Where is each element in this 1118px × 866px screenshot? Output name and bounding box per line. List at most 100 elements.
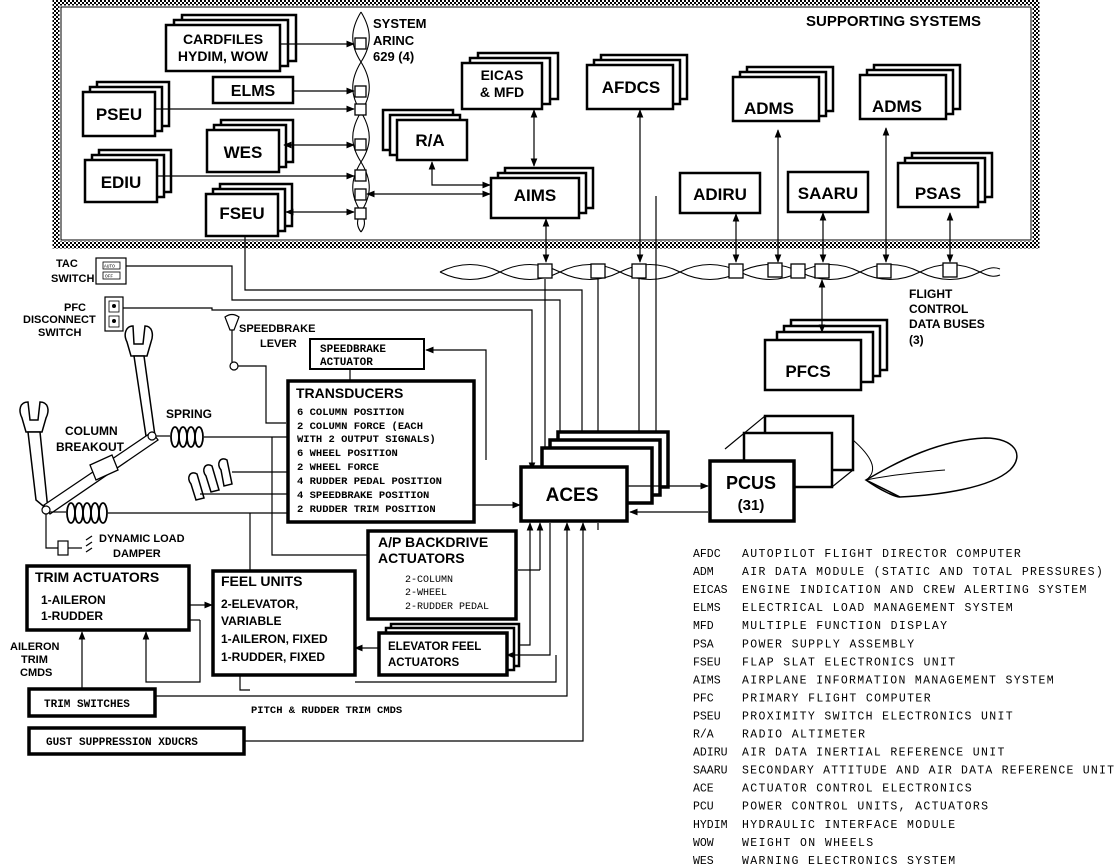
fcdb-label-3: DATA BUSES — [909, 317, 985, 331]
ap-line-2: 2-WHEEL — [405, 588, 447, 599]
tac-label-1: TAC — [56, 258, 78, 270]
tac-label-2: SWITCH — [51, 273, 94, 285]
spring-label: SPRING — [166, 407, 212, 421]
adms-label-1: ADMS — [744, 99, 794, 118]
trim-actuators-line-1: 1-AILERON — [41, 593, 106, 607]
fseu-box: FSEU — [204, 182, 294, 238]
transducers-line-6: 4 RUDDER PEDAL POSITION — [297, 476, 442, 488]
supporting-connections — [428, 109, 954, 263]
feel-units-title: FEEL UNITS — [221, 573, 302, 589]
transducers-title: TRANSDUCERS — [296, 385, 403, 401]
cardfiles-box: CARDFILES HYDIM, WOW — [164, 13, 298, 73]
glossary-abbr: ELMS — [693, 602, 721, 615]
glossary-abbr: MFD — [693, 620, 714, 633]
glossary-definition: WARNING ELECTRONICS SYSTEM — [742, 855, 955, 866]
transducers-line-4: 6 WHEEL POSITION — [297, 448, 398, 460]
speedbrake-actuator-label-2: ACTUATOR — [320, 357, 373, 369]
glossary-abbr: ACE — [693, 783, 714, 796]
speedbrake-label-1: SPEEDBRAKE — [239, 323, 315, 335]
ediu-box: EDIU — [83, 148, 173, 204]
saaru-label: SAARU — [798, 184, 858, 203]
transducers-line-8: 2 RUDDER TRIM POSITION — [297, 504, 436, 516]
pfcs-label: PFCS — [785, 362, 830, 381]
arinc-label-3: 629 (4) — [373, 49, 414, 64]
glossary-definition: HYDRAULIC INTERFACE MODULE — [742, 819, 955, 832]
trim-switches-box: TRIM SWITCHES AILERON TRIM CMDS PITCH & … — [10, 522, 571, 718]
speedbrake-lever: SPEEDBRAKE LEVER — [224, 313, 315, 424]
eicas-box: EICAS & MFD — [460, 51, 560, 111]
elevator-feel-label-2: ACTUATORS — [388, 657, 459, 669]
elevator-feel-label-1: ELEVATOR FEEL — [388, 641, 481, 653]
speedbrake-actuator-label-1: SPEEDBRAKE — [320, 344, 386, 356]
saaru-box: SAARU — [786, 170, 870, 214]
cardfiles-label-1: CARDFILES — [183, 31, 263, 47]
feel-units-line-2: VARIABLE — [221, 614, 281, 628]
pseu-label: PSEU — [96, 105, 142, 124]
glossary-definition: AIR DATA INERTIAL REFERENCE UNIT — [742, 747, 1004, 760]
glossary-abbr: ADIRU — [693, 747, 728, 760]
glossary-abbr: SAARU — [693, 765, 728, 778]
glossary-definition: PROXIMITY SWITCH ELECTRONICS UNIT — [742, 710, 1013, 723]
glossary-definition: MULTIPLE FUNCTION DISPLAY — [742, 620, 947, 633]
transducers-line-1: 6 COLUMN POSITION — [297, 407, 404, 419]
arinc-label-2: ARINC — [373, 33, 415, 48]
ap-title-1: A/P BACKDRIVE — [378, 534, 488, 550]
tac-auto-label: AUTO — [104, 264, 115, 270]
pcus-label-2: (31) — [738, 497, 765, 514]
glossary-definition: AUTOPILOT FLIGHT DIRECTOR COMPUTER — [742, 548, 1021, 561]
transducers-box: TRANSDUCERS 6 COLUMN POSITION 2 COLUMN F… — [286, 379, 521, 524]
feel-units-line-4: 1-RUDDER, FIXED — [221, 650, 325, 664]
damper-label-1: DYNAMIC LOAD — [99, 533, 185, 545]
adiru-box: ADIRU — [678, 171, 762, 215]
fcdb-label-2: CONTROL — [909, 302, 968, 316]
afdcs-box: AFDCS — [585, 53, 689, 111]
aces-label: ACES — [546, 485, 599, 506]
transducers-line-2: 2 COLUMN FORCE (EACH — [297, 421, 423, 433]
glossary-definition: RADIO ALTIMETER — [742, 729, 865, 742]
eicas-label-1: EICAS — [481, 67, 524, 83]
glossary-definition: FLAP SLAT ELECTRONICS UNIT — [742, 656, 955, 669]
pfc-label-1: PFC — [64, 302, 86, 314]
pitch-rudder-label: PITCH & RUDDER TRIM CMDS — [251, 705, 402, 717]
column-label-1: COLUMN — [65, 424, 118, 438]
feel-units-box: FEEL UNITS 2-ELEVATOR, VARIABLE 1-AILERO… — [211, 513, 378, 677]
glossary-abbr: PSA — [693, 638, 714, 651]
wes-label: WES — [224, 143, 263, 162]
glossary-abbr: PFC — [693, 692, 714, 705]
feel-units-line-3: 1-AILERON, FIXED — [221, 632, 328, 646]
adms-label-2: ADMS — [872, 97, 922, 116]
glossary-abbr: PSEU — [693, 710, 721, 723]
glossary-abbr: WES — [693, 855, 714, 866]
glossary-abbr: ADM — [693, 566, 714, 579]
aileron-trim-label-1: AILERON — [10, 641, 60, 653]
trim-switches-label: TRIM SWITCHES — [44, 699, 130, 711]
ap-line-1: 2-COLUMN — [405, 575, 453, 586]
fseu-label: FSEU — [219, 204, 264, 223]
arinc-629-bus: SYSTEM ARINC 629 (4) — [352, 11, 426, 233]
glossary-definition: AIRPLANE INFORMATION MANAGEMENT SYSTEM — [742, 674, 1054, 687]
tac-switch: TAC SWITCH AUTO OFF — [51, 257, 564, 471]
glossary-abbr: AIMS — [693, 674, 721, 687]
fcdb-label-1: FLIGHT — [909, 287, 953, 301]
pfcs-box: PFCS — [763, 279, 889, 392]
aims-box: AIMS — [489, 166, 595, 220]
trim-actuators-box: TRIM ACTUATORS 1-AILERON 1-RUDDER — [25, 564, 213, 632]
gust-suppression-box: GUST SUPPRESSION XDUCRS — [27, 522, 587, 756]
glossary-definition: POWER CONTROL UNITS, ACTUATORS — [742, 801, 988, 814]
glossary-definition: WEIGHT ON WHEELS — [742, 837, 873, 850]
psas-label: PSAS — [915, 184, 961, 203]
glossary-definition: ACTUATOR CONTROL ELECTRONICS — [742, 783, 972, 796]
control-surface-icon — [852, 437, 1018, 498]
column-label-2: BREAKOUT — [56, 440, 125, 454]
aims-label: AIMS — [514, 186, 557, 205]
glossary-definition: PRIMARY FLIGHT COMPUTER — [742, 692, 931, 705]
psas-box: PSAS — [896, 151, 994, 209]
arinc-connections — [155, 40, 491, 216]
cardfiles-label-2: HYDIM, WOW — [178, 48, 269, 64]
damper-label-2: DAMPER — [113, 548, 161, 560]
glossary-abbr: PCU — [693, 801, 714, 814]
pfc-disconnect-switch: PFC DISCONNECT SWITCH — [23, 296, 536, 471]
ra-box: R/A — [381, 108, 469, 162]
